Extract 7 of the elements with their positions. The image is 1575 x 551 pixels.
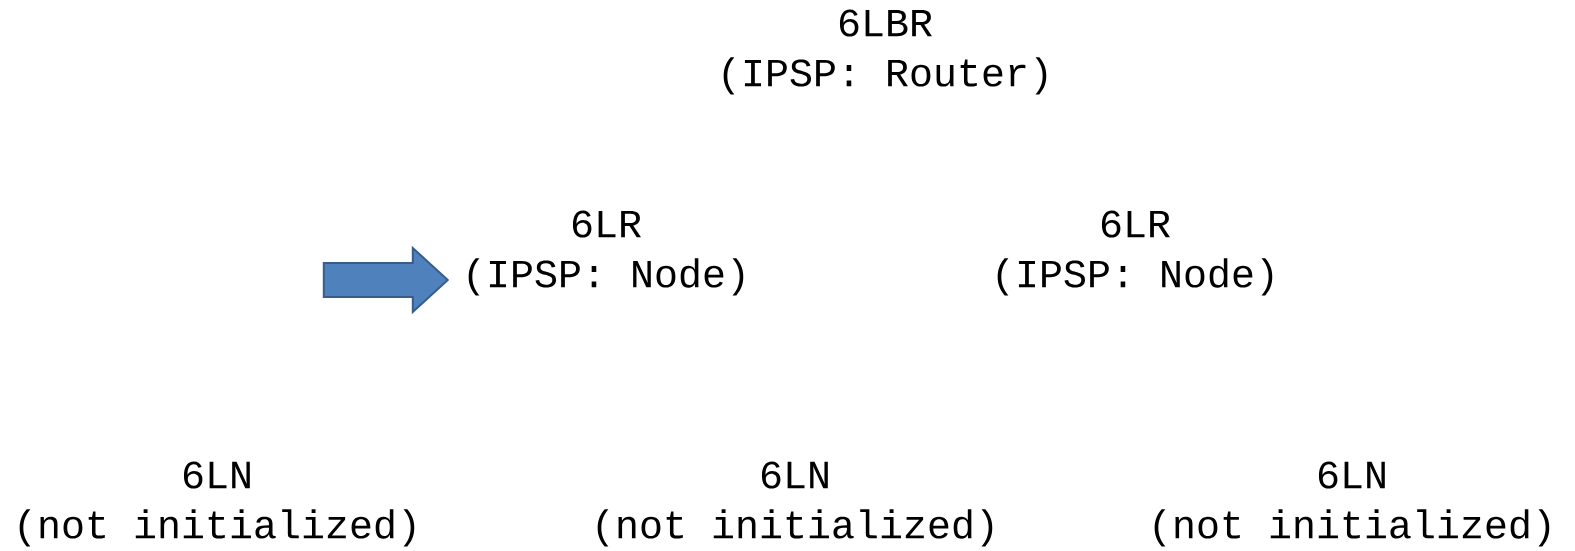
node-text: 6LN (not initialized) bbox=[19, 461, 415, 547]
node-text: 6LR (IPSP: Node) bbox=[997, 210, 1273, 296]
node-text: 6LN (not initialized) bbox=[597, 461, 993, 547]
node-text: 6LR (IPSP: Node) bbox=[468, 210, 744, 296]
node-text: 6LN (not initialized) bbox=[1154, 461, 1550, 547]
block-arrow bbox=[322, 245, 450, 315]
node-text: 6LBR (IPSP: Router) bbox=[723, 9, 1047, 95]
